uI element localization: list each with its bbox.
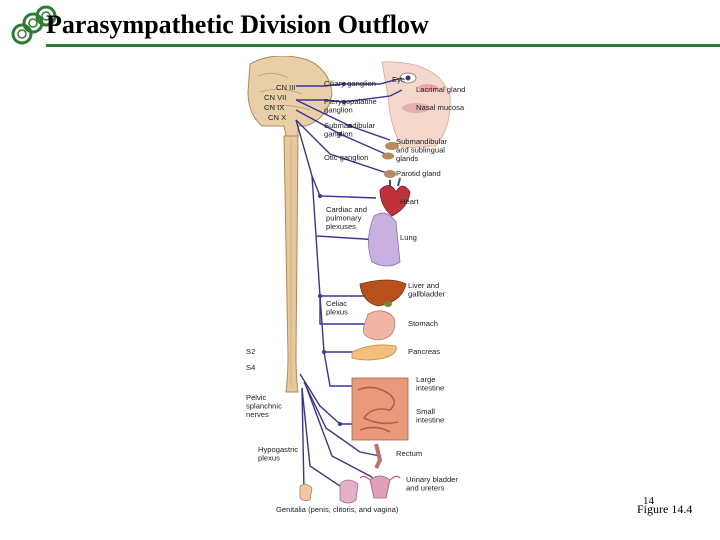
label-otic-ganglion: Otic ganglion	[324, 153, 368, 162]
label-s2: S2	[246, 347, 255, 356]
liver	[359, 279, 407, 307]
label-pancreas: Pancreas	[408, 347, 440, 356]
label-lacrimal-gland: Lacrimal gland	[416, 85, 465, 94]
submandibular-gland	[385, 142, 399, 150]
brain	[247, 56, 333, 137]
nasal-mucosa	[402, 103, 430, 113]
heart	[379, 185, 411, 217]
label-lung: Lung	[400, 233, 417, 242]
slide-number: 14	[643, 495, 654, 507]
figure-reference: Figure 14.4	[637, 502, 693, 516]
label-genitalia: Genitalia (penis, clitoris, and vagina)	[276, 505, 399, 514]
lung	[368, 212, 401, 267]
label-ciliary-ganglion: Ciliary ganglion	[324, 79, 376, 88]
label-rectum: Rectum	[396, 449, 422, 458]
parasympathetic-figure: CN III CN VII CN IX CN X S2 S4 Ciliary g…	[246, 56, 465, 514]
label-parotid-gland: Parotid gland	[396, 169, 441, 178]
label-cn7: CN VII	[264, 93, 286, 102]
stomach	[362, 310, 396, 341]
label-eye: Eye	[392, 75, 405, 84]
lacrimal-gland	[418, 84, 438, 92]
label-cn3: CN III	[276, 83, 295, 92]
label-nasal-mucosa: Nasal mucosa	[416, 103, 465, 112]
intestines	[351, 377, 409, 441]
label-s4: S4	[246, 363, 255, 372]
uterus	[369, 475, 391, 499]
logo-icon	[11, 5, 57, 45]
genitalia	[299, 484, 313, 502]
label-cn9: CN IX	[264, 103, 284, 112]
bladder	[339, 479, 359, 504]
label-heart: Heart	[400, 197, 419, 206]
pancreas	[351, 344, 397, 361]
page-title: Parasympathetic Division Outflow	[46, 10, 429, 39]
parotid-gland	[384, 170, 396, 178]
label-stomach: Stomach	[408, 319, 438, 328]
sublingual-gland	[382, 152, 394, 160]
title-divider	[46, 44, 720, 47]
label-cn10: CN X	[268, 113, 286, 122]
rectum	[374, 443, 383, 469]
